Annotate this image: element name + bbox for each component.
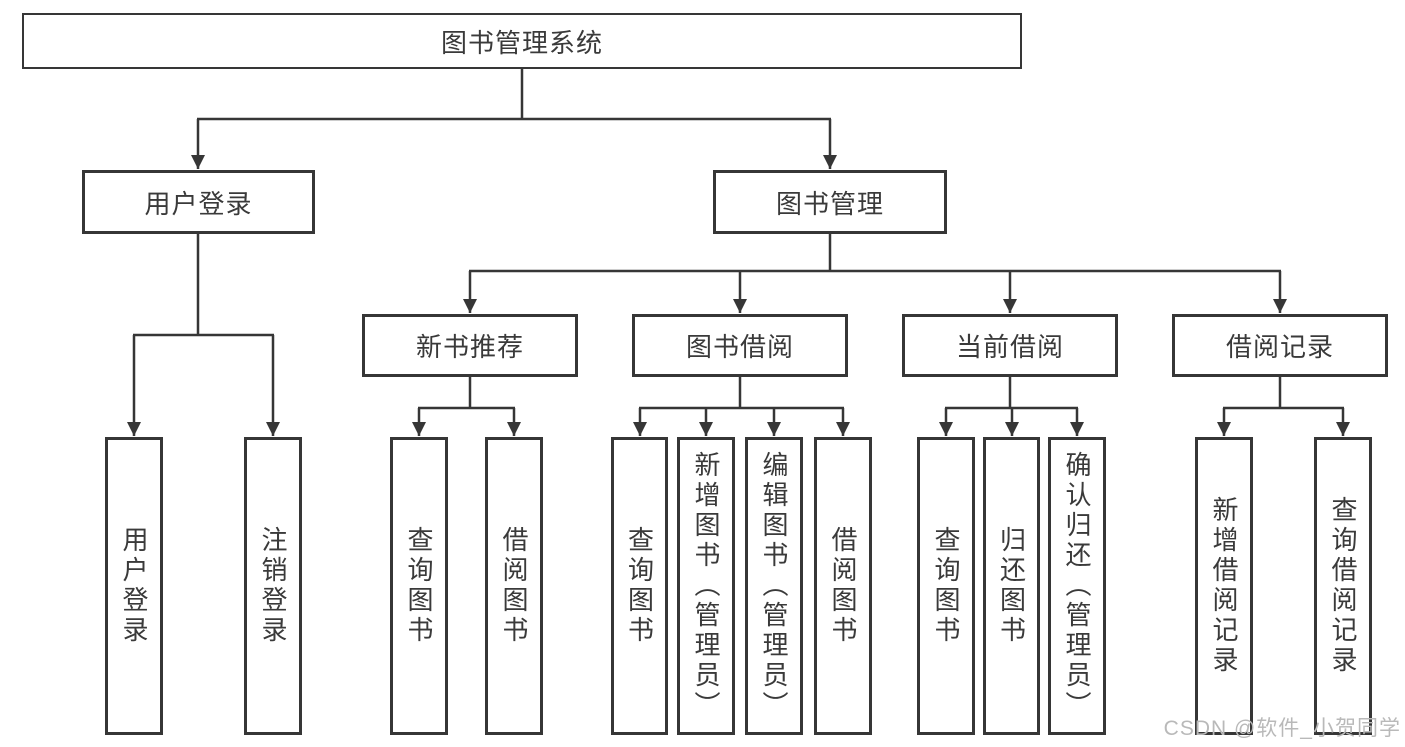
node-label: 新增图书（管理员） [691,451,721,721]
node-label: 归还图书 [996,526,1027,646]
leaf-user-login: 用户登录 [105,437,163,735]
node-new-book-recommend: 新书推荐 [362,314,578,377]
node-label: 借阅记录 [1225,332,1334,362]
node-label: 用户登录 [144,188,253,219]
node-root-system: 图书管理系统 [22,13,1022,69]
node-label: 图书借阅 [685,332,794,362]
leaf-confirm-return-admin: 确认归还（管理员） [1048,437,1106,735]
node-label: 图书管理 [775,188,884,219]
node-label: 查询图书 [931,526,961,646]
leaf-borrow-book-recommend: 借阅图书 [485,437,543,735]
csdn-watermark: CSDN @软件_小贺同学 [1163,717,1401,740]
node-user-login: 用户登录 [82,170,315,234]
node-label: 借阅图书 [499,526,529,646]
node-book-borrow: 图书借阅 [632,314,848,377]
leaf-query-book-current: 查询图书 [917,437,975,735]
node-current-borrow: 当前借阅 [902,314,1118,377]
leaf-add-borrow-record: 新增借阅记录 [1195,437,1253,735]
node-label: 新增借阅记录 [1209,496,1239,676]
node-label: 查询图书 [624,526,655,646]
leaf-return-book: 归还图书 [983,437,1040,735]
leaf-query-book-borrow: 查询图书 [611,437,668,735]
node-label: 用户登录 [119,526,149,646]
leaf-query-borrow-record: 查询借阅记录 [1314,437,1372,735]
node-label: 编辑图书（管理员） [759,451,789,721]
leaf-logout: 注销登录 [244,437,302,735]
node-label: 注销登录 [258,526,288,646]
node-book-management: 图书管理 [713,170,947,234]
node-label: 确认归还（管理员） [1062,451,1092,721]
node-label: 当前借阅 [955,332,1064,362]
leaf-edit-book-admin: 编辑图书（管理员） [745,437,803,735]
node-label: 图书管理系统 [440,27,603,58]
leaf-borrow-book: 借阅图书 [814,437,872,735]
node-label: 查询图书 [404,526,434,646]
node-label: 新书推荐 [415,332,524,362]
leaf-add-book-admin: 新增图书（管理员） [677,437,735,735]
leaf-query-book-recommend: 查询图书 [390,437,448,735]
node-label: 查询借阅记录 [1328,496,1358,676]
node-label: 借阅图书 [828,526,858,646]
node-borrow-record: 借阅记录 [1172,314,1388,377]
